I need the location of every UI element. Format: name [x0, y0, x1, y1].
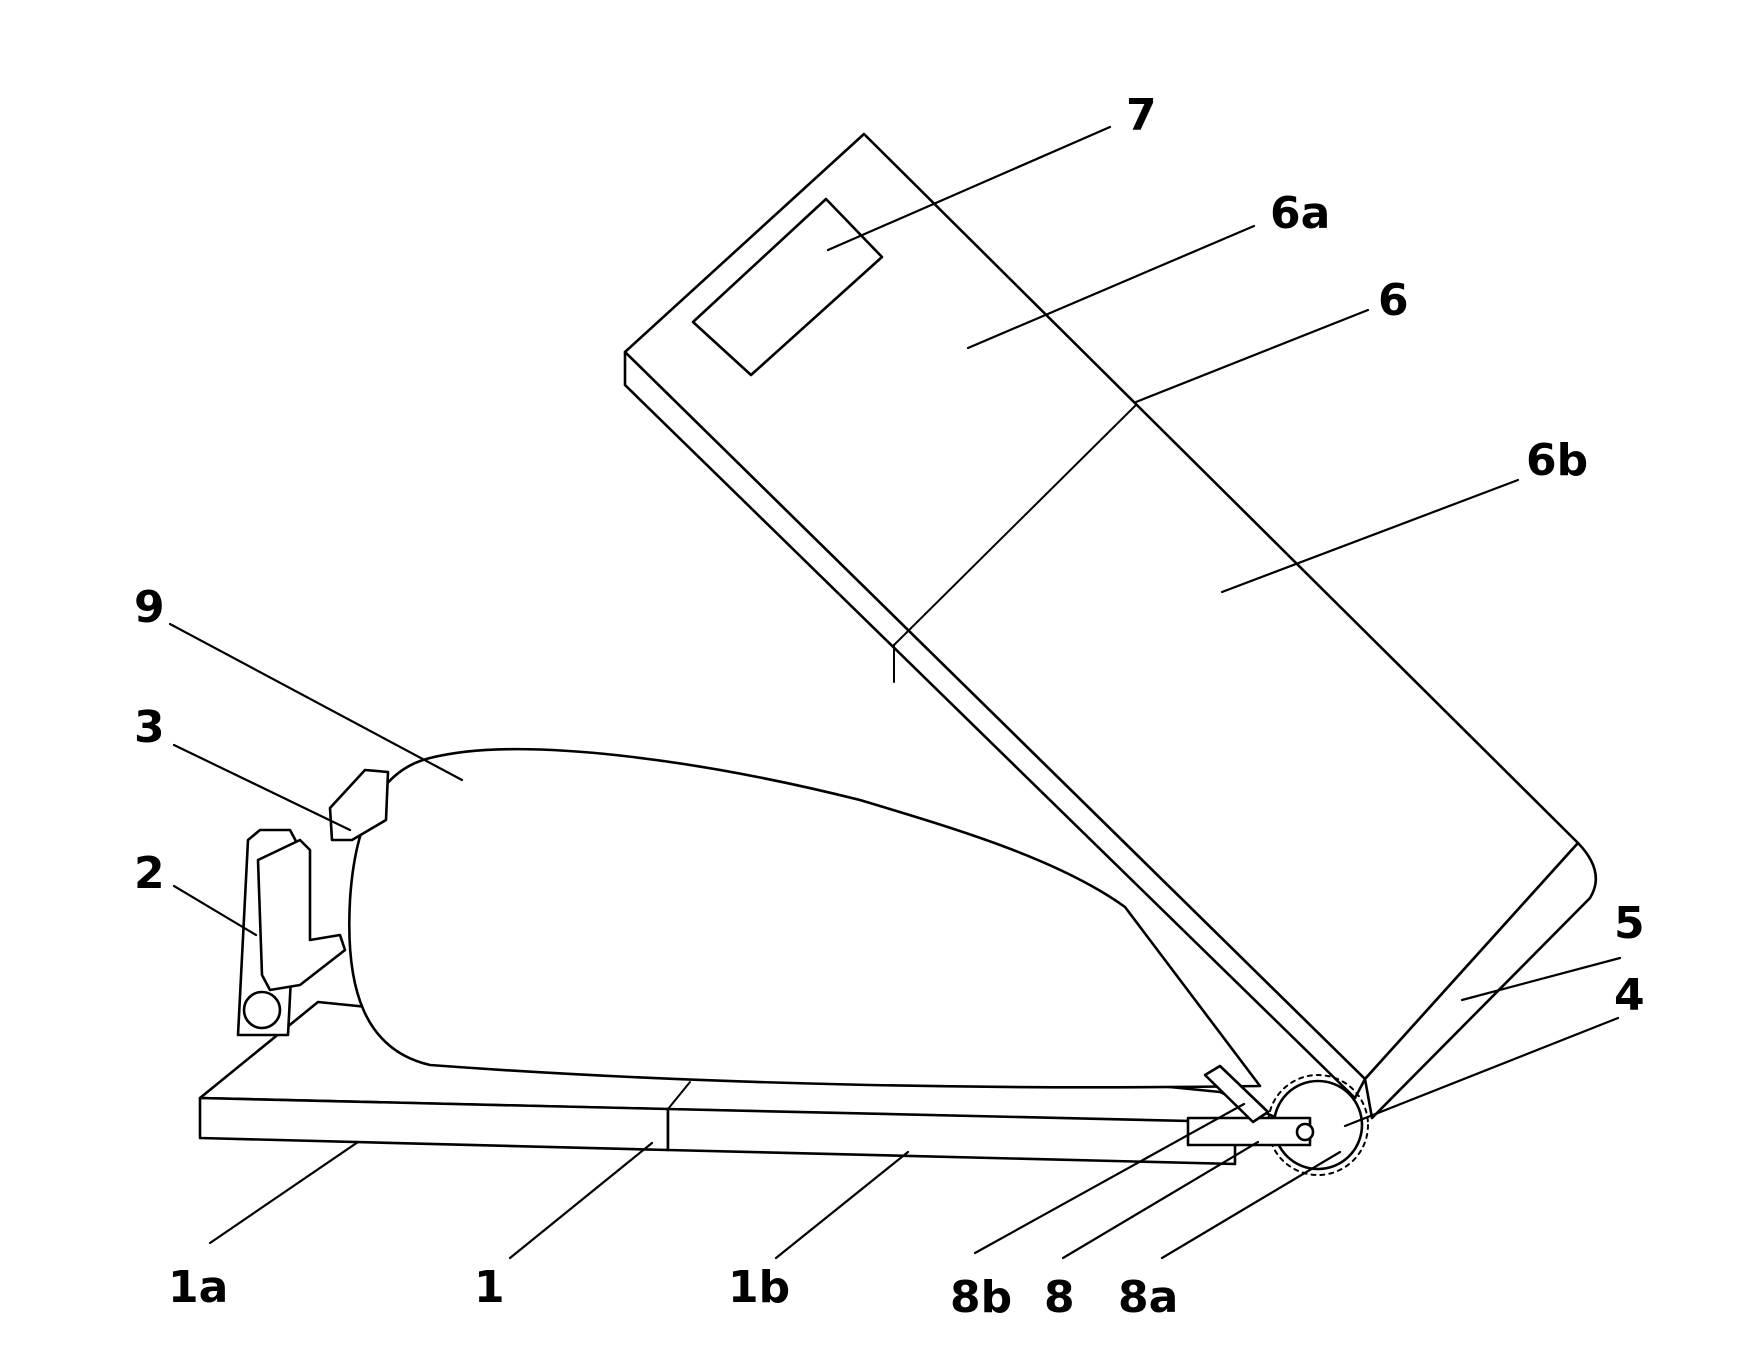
- leader-5: [1460, 956, 1622, 1002]
- reclining-panel: [623, 132, 1598, 1120]
- clamp-3: [328, 768, 390, 842]
- leader-1a: [208, 1140, 360, 1245]
- bracket-frame: [256, 838, 347, 992]
- base-split-line: [667, 1081, 691, 1110]
- hinge-pin-4: [1295, 1122, 1315, 1142]
- label-5: 5: [1614, 898, 1645, 949]
- reference-numerals: 7 6a 6 6b 9 3 2 5 4 1a 1 1b 8b 8 8a: [134, 90, 1645, 1323]
- leader-3: [172, 743, 352, 832]
- bracket-knob: [242, 990, 282, 1030]
- leader-4: [1343, 1016, 1620, 1128]
- soft-body-outline: [348, 747, 1262, 1089]
- leader-6: [1134, 308, 1370, 404]
- label-4: 4: [1614, 970, 1645, 1021]
- leader-6a: [966, 224, 1256, 350]
- label-1a: 1a: [168, 1262, 228, 1313]
- label-8: 8: [1044, 1272, 1075, 1323]
- leader-1: [508, 1141, 654, 1260]
- leader-1b: [774, 1150, 910, 1260]
- label-8b: 8b: [950, 1272, 1012, 1323]
- soft-body: [348, 747, 1262, 1089]
- label-1: 1: [474, 1262, 505, 1313]
- leader-6b: [1220, 478, 1520, 594]
- label-1b: 1b: [728, 1262, 790, 1313]
- leader-9: [168, 622, 464, 782]
- panel-section-divider: [893, 404, 1137, 646]
- leader-8: [1061, 1140, 1260, 1260]
- base-section-1b: [666, 1107, 1237, 1166]
- label-3: 3: [134, 702, 165, 753]
- lock-block-8: [1186, 1116, 1312, 1147]
- left-bracket: [236, 768, 390, 1037]
- leader-8a: [1160, 1150, 1342, 1260]
- label-8a: 8a: [1118, 1272, 1178, 1323]
- leader-8b: [973, 1102, 1246, 1255]
- lock-lever-8b: [1203, 1064, 1270, 1124]
- panel-end-roll: [1363, 841, 1598, 1120]
- label-6a: 6a: [1270, 188, 1330, 239]
- leader-7: [826, 125, 1112, 252]
- label-6b: 6b: [1526, 435, 1588, 486]
- label-6: 6: [1378, 275, 1409, 326]
- leader-lines: [168, 125, 1622, 1260]
- label-7: 7: [1126, 90, 1157, 141]
- label-2: 2: [134, 848, 165, 899]
- panel-side-face: [623, 350, 1367, 1100]
- leader-2: [172, 884, 258, 937]
- control-window-7: [691, 197, 884, 377]
- label-9: 9: [134, 582, 165, 633]
